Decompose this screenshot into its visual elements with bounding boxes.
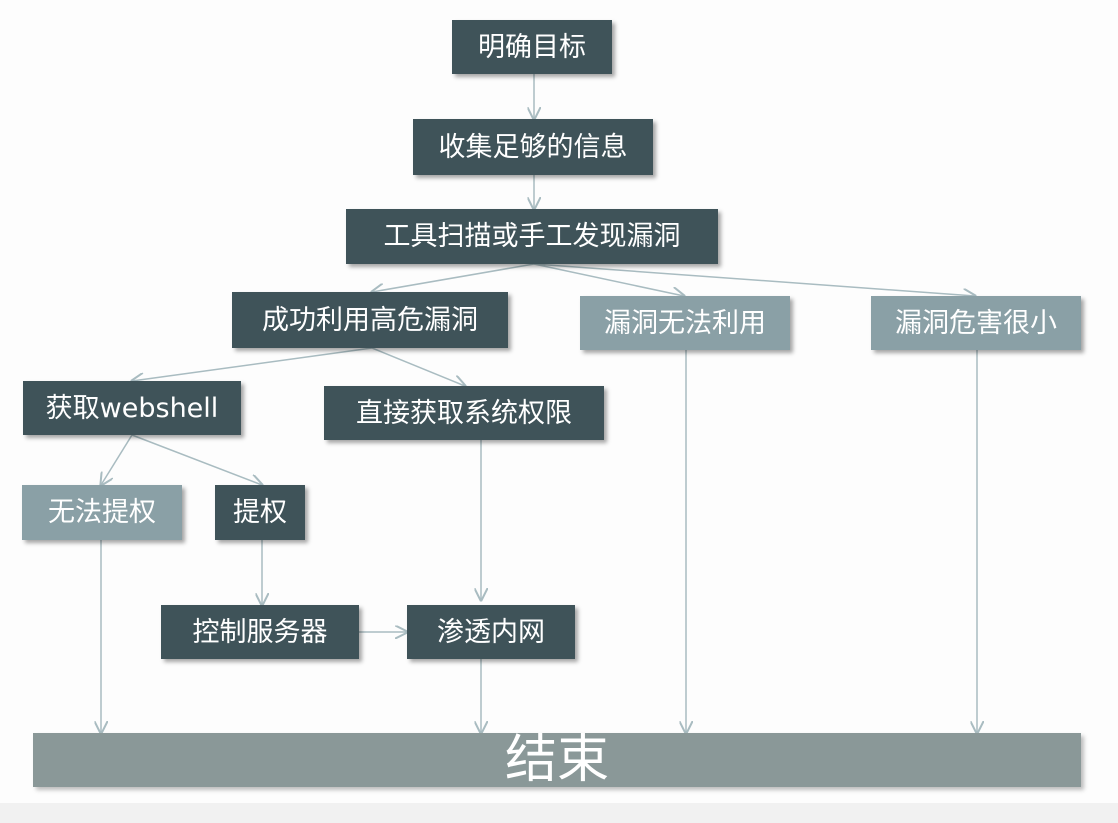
node-control-server: 控制服务器 xyxy=(161,605,359,659)
node-get-webshell: 获取webshell xyxy=(23,381,241,435)
connector-find-vuln-to-vuln-low-harm xyxy=(533,263,975,296)
connector-find-vuln-to-vuln-unusable xyxy=(533,263,684,296)
connector-find-vuln-to-exploit-high xyxy=(372,263,535,292)
bottom-strip xyxy=(0,803,1118,823)
node-find-vuln: 工具扫描或手工发现漏洞 xyxy=(346,209,718,264)
connector-exploit-high-to-direct-system xyxy=(371,347,465,386)
connector-get-webshell-to-escalate xyxy=(131,434,262,485)
node-collect-info: 收集足够的信息 xyxy=(413,119,653,175)
connectors xyxy=(101,74,977,733)
node-exploit-high: 成功利用高危漏洞 xyxy=(232,292,508,348)
connector-get-webshell-to-no-escalate xyxy=(101,434,133,485)
node-vuln-unusable: 漏洞无法利用 xyxy=(580,296,790,350)
node-pivot-intranet: 渗透内网 xyxy=(407,605,575,659)
node-escalate: 提权 xyxy=(215,485,305,540)
node-define-target: 明确目标 xyxy=(452,20,612,74)
node-no-escalate: 无法提权 xyxy=(22,485,182,540)
connector-exploit-high-to-get-webshell xyxy=(132,347,373,381)
node-direct-system: 直接获取系统权限 xyxy=(324,386,604,440)
node-vuln-low-harm: 漏洞危害很小 xyxy=(871,296,1081,350)
node-end: 结束 xyxy=(33,733,1081,787)
